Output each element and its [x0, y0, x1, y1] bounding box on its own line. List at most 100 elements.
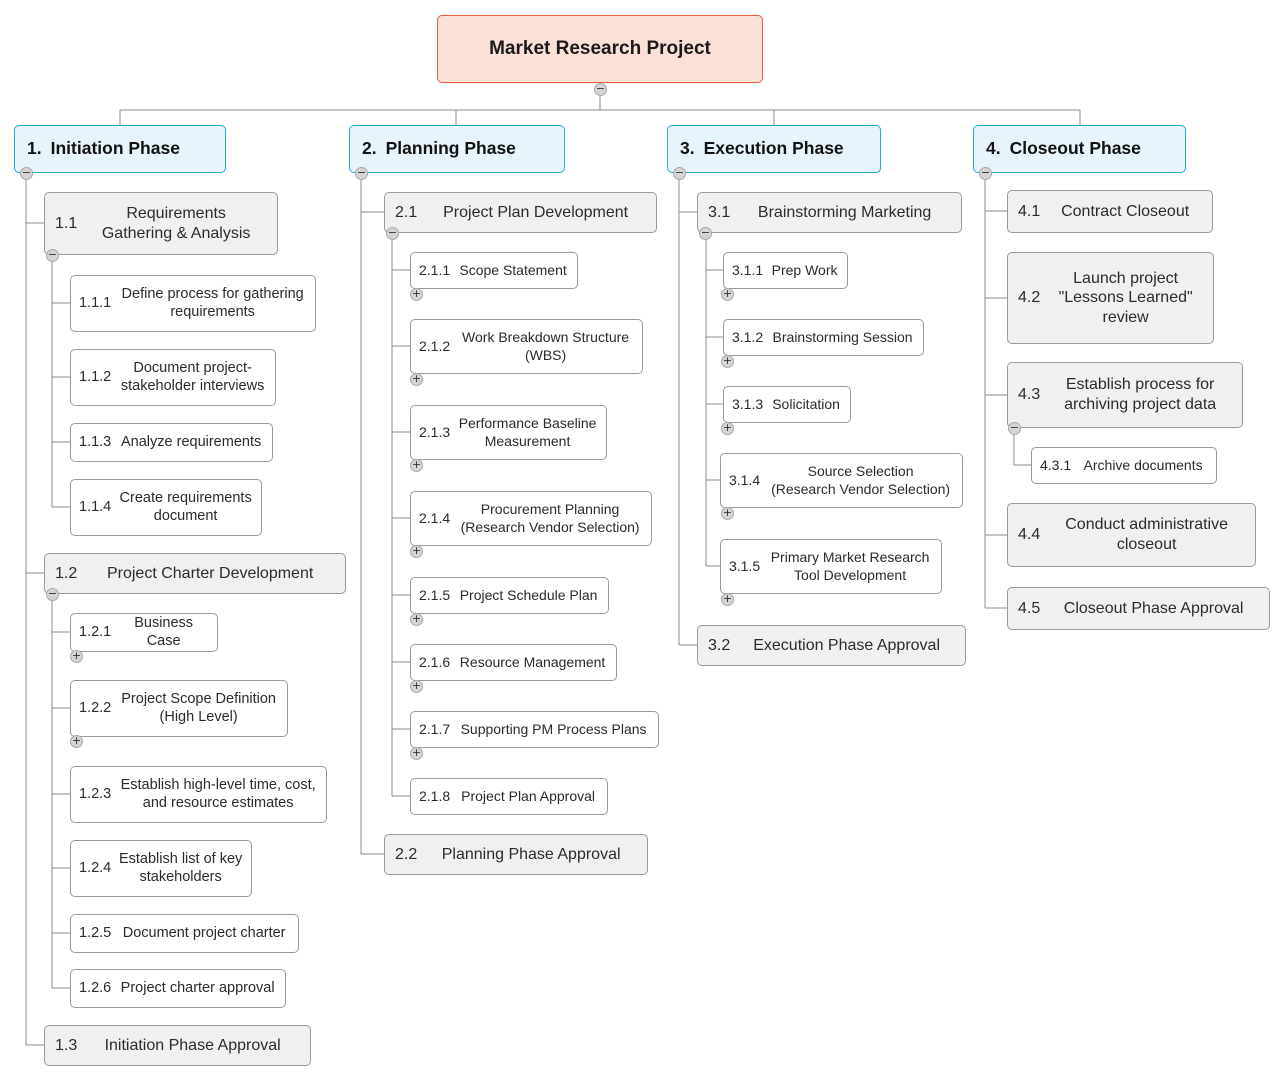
node-label: Planning Phase Approval	[441, 845, 621, 863]
node-number: 1.	[27, 138, 42, 159]
node-3-1-5[interactable]: 3.1.5 Primary Market Research Tool Devel…	[720, 539, 942, 594]
node-3-1-1-expand-toggle[interactable]: +	[721, 287, 734, 301]
node-1-2-5[interactable]: 1.2.5 Document project charter	[70, 914, 299, 953]
node-2-1-2[interactable]: 2.1.2 Work Breakdown Structure (WBS)	[410, 319, 643, 374]
node-1-2-1-expand-toggle[interactable]: +	[70, 649, 83, 663]
node-3-1-4-expand-toggle[interactable]: +	[721, 506, 734, 520]
node-label: Closeout Phase	[1009, 138, 1141, 159]
node-1-2-6[interactable]: 1.2.6 Project charter approval	[70, 969, 286, 1008]
phase-node-initiation[interactable]: 1. Initiation Phase	[14, 125, 226, 173]
node-1-1-3[interactable]: 1.1.3 Analyze requirements	[70, 423, 273, 462]
root-collapse-toggle[interactable]: −	[594, 82, 607, 96]
node-1-1-1[interactable]: 1.1.1 Define process for gathering requi…	[70, 275, 316, 332]
node-label: Analyze requirements	[121, 433, 262, 450]
phase-node-closeout[interactable]: 4. Closeout Phase	[973, 125, 1186, 173]
node-label: Business Case	[134, 614, 194, 649]
node-3-1-3-expand-toggle[interactable]: +	[721, 421, 734, 435]
node-2-1-7-expand-toggle[interactable]: +	[410, 746, 423, 760]
node-label: Resource Management	[459, 653, 606, 670]
node-number: 1.1.2	[79, 368, 112, 385]
node-4-1[interactable]: 4.1 Contract Closeout	[1007, 190, 1213, 233]
node-number: 4.3	[1018, 386, 1041, 404]
node-1-2[interactable]: 1.2 Project Charter Development	[44, 553, 346, 594]
node-number: 1.2.6	[79, 979, 112, 996]
node-4-3[interactable]: 4.3 Establish process for archiving proj…	[1007, 362, 1243, 428]
node-label: Project Charter Development	[106, 564, 314, 582]
phase-1-collapse-toggle[interactable]: −	[20, 166, 33, 180]
node-2-1-8[interactable]: 2.1.8 Project Plan Approval	[410, 778, 608, 815]
node-2-1-2-expand-toggle[interactable]: +	[410, 372, 423, 386]
node-number: 4.4	[1018, 526, 1041, 544]
node-label: Project Scope Definition (High Level)	[121, 690, 276, 725]
node-1-2-3[interactable]: 1.2.3 Establish high-level time, cost, a…	[70, 766, 327, 823]
node-1-1[interactable]: 1.1 Requirements Gathering & Analysis	[44, 192, 278, 255]
node-1-3[interactable]: 1.3 Initiation Phase Approval	[44, 1025, 311, 1066]
node-number: 4.3.1	[1040, 456, 1072, 473]
node-label: Supporting PM Process Plans	[460, 720, 647, 737]
node-2-1[interactable]: 2.1 Project Plan Development	[384, 192, 657, 233]
phase-4-collapse-toggle[interactable]: −	[979, 166, 992, 180]
node-number: 1.1.4	[79, 498, 112, 515]
phase-2-collapse-toggle[interactable]: −	[355, 166, 368, 180]
node-number: 2.1.1	[419, 261, 451, 278]
node-3-1-collapse-toggle[interactable]: −	[699, 226, 712, 240]
node-number: 4.	[986, 138, 1001, 159]
node-2-1-7[interactable]: 2.1.7 Supporting PM Process Plans	[410, 711, 659, 748]
phase-3-collapse-toggle[interactable]: −	[673, 166, 686, 180]
node-3-2[interactable]: 3.2 Execution Phase Approval	[697, 625, 966, 666]
node-4-2[interactable]: 4.2 Launch project "Lessons Learned" rev…	[1007, 252, 1214, 344]
node-2-1-5[interactable]: 2.1.5 Project Schedule Plan	[410, 577, 609, 614]
node-number: 1.1	[55, 214, 78, 232]
node-2-1-5-expand-toggle[interactable]: +	[410, 612, 423, 626]
node-label: Archive documents	[1083, 456, 1203, 473]
node-label: Requirements Gathering & Analysis	[101, 204, 251, 242]
node-label: Prep Work	[771, 261, 838, 278]
node-label: Contract Closeout	[1061, 202, 1190, 220]
node-label: Initiation Phase	[50, 138, 180, 159]
node-3-1-1[interactable]: 3.1.1 Prep Work	[723, 252, 848, 289]
node-label: Execution Phase Approval	[753, 636, 941, 654]
node-3-1-2-expand-toggle[interactable]: +	[721, 354, 734, 368]
node-1-1-2[interactable]: 1.1.2 Document project- stakeholder inte…	[70, 349, 276, 406]
node-2-1-6[interactable]: 2.1.6 Resource Management	[410, 644, 617, 681]
node-number: 2.	[362, 138, 377, 159]
node-4-5[interactable]: 4.5 Closeout Phase Approval	[1007, 587, 1270, 630]
node-3-1-2[interactable]: 3.1.2 Brainstorming Session	[723, 319, 924, 356]
node-number: 1.2.4	[79, 859, 112, 876]
node-2-1-3[interactable]: 2.1.3 Performance Baseline Measurement	[410, 405, 607, 460]
node-2-1-4-expand-toggle[interactable]: +	[410, 544, 423, 558]
node-label: Conduct administrative closeout	[1065, 516, 1228, 553]
node-2-1-4[interactable]: 2.1.4 Procurement Planning (Research Ven…	[410, 491, 652, 546]
node-4-4[interactable]: 4.4 Conduct administrative closeout	[1007, 503, 1256, 567]
root-node[interactable]: Market Research Project	[437, 15, 763, 83]
node-2-2[interactable]: 2.2 Planning Phase Approval	[384, 834, 648, 875]
node-3-1-3[interactable]: 3.1.3 Solicitation	[723, 386, 851, 423]
node-1-2-1[interactable]: 1.2.1 Business Case	[70, 613, 218, 652]
node-1-2-collapse-toggle[interactable]: −	[46, 587, 59, 601]
node-4-3-1[interactable]: 4.3.1 Archive documents	[1031, 447, 1217, 484]
node-number: 2.1.6	[419, 653, 451, 670]
node-1-2-2-expand-toggle[interactable]: +	[70, 734, 83, 748]
node-2-1-1-expand-toggle[interactable]: +	[410, 287, 423, 301]
node-number: 4.1	[1018, 202, 1041, 220]
node-1-1-collapse-toggle[interactable]: −	[46, 248, 59, 262]
node-3-1[interactable]: 3.1 Brainstorming Marketing	[697, 192, 962, 233]
node-3-1-5-expand-toggle[interactable]: +	[721, 592, 734, 606]
node-1-1-4[interactable]: 1.1.4 Create requirements document	[70, 479, 262, 536]
node-4-3-collapse-toggle[interactable]: −	[1008, 421, 1021, 435]
node-3-1-4[interactable]: 3.1.4 Source Selection (Research Vendor …	[720, 453, 963, 508]
node-1-2-2[interactable]: 1.2.2 Project Scope Definition (High Lev…	[70, 680, 288, 737]
node-label: Define process for gathering requirement…	[121, 285, 304, 320]
node-2-1-collapse-toggle[interactable]: −	[386, 226, 399, 240]
phase-node-execution[interactable]: 3. Execution Phase	[667, 125, 881, 173]
phase-node-planning[interactable]: 2. Planning Phase	[349, 125, 565, 173]
node-2-1-1[interactable]: 2.1.1 Scope Statement	[410, 252, 578, 289]
node-number: 1.2	[55, 564, 78, 582]
node-label: Project Plan Approval	[461, 787, 595, 804]
node-2-1-3-expand-toggle[interactable]: +	[410, 458, 423, 472]
node-number: 2.1.2	[419, 337, 451, 354]
node-number: 3.2	[708, 636, 731, 654]
node-2-1-6-expand-toggle[interactable]: +	[410, 679, 423, 693]
node-1-2-4[interactable]: 1.2.4 Establish list of key stakeholders	[70, 840, 252, 897]
